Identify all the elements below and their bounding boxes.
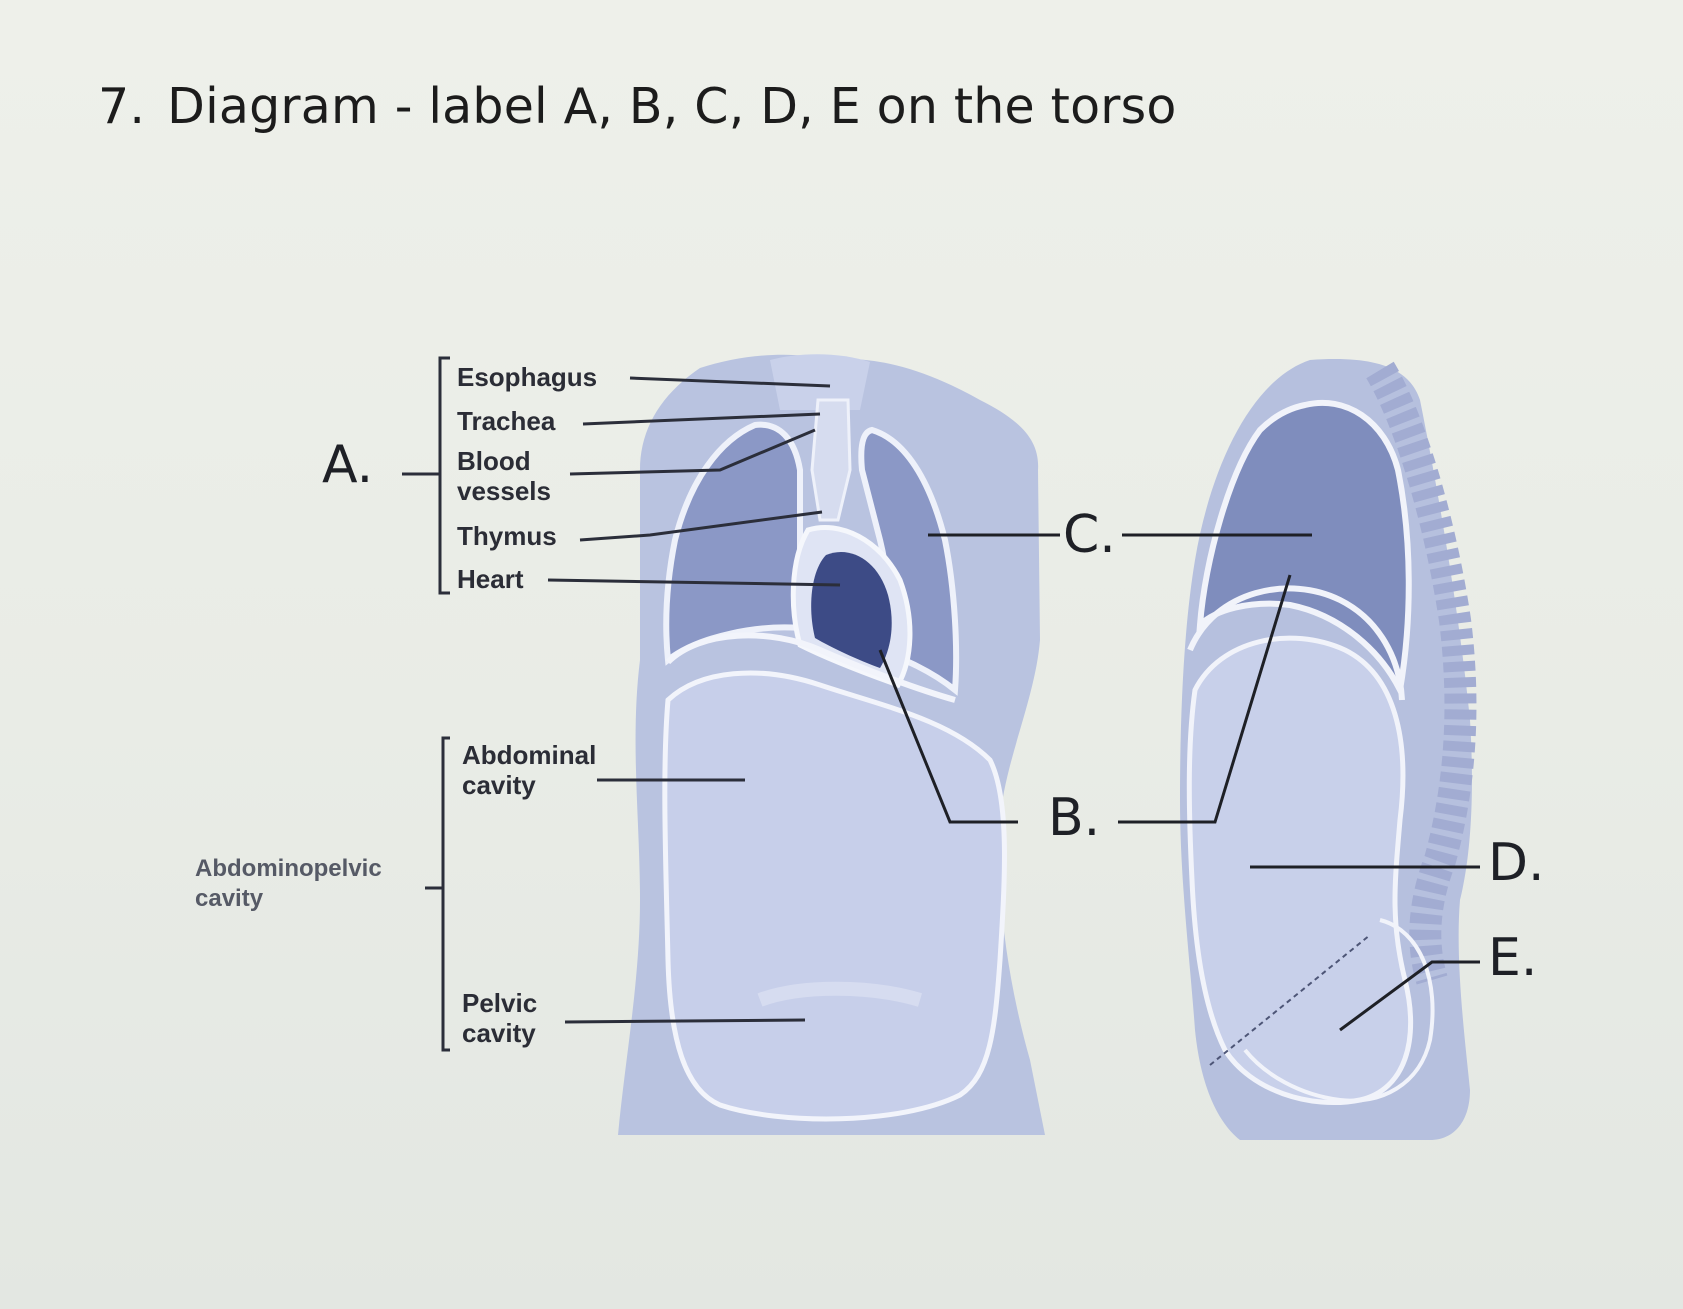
label-pelvic: Pelvic: [462, 988, 537, 1018]
side-spine: [1366, 361, 1477, 985]
blank-b: B.: [1048, 788, 1100, 848]
pelvic-shade: [757, 981, 923, 1007]
question-text: Diagram - label A, B, C, D, E on the tor…: [167, 78, 1177, 135]
abdominopelvic-bracket: [441, 736, 450, 1052]
label-abdominopelvic-cavity: cavity: [195, 885, 264, 912]
trachea-shape: [810, 398, 852, 522]
question-heading: 7. Diagram - label A, B, C, D, E on the t…: [98, 78, 1177, 135]
esophagus-leader: [629, 376, 831, 388]
front-torso: [618, 354, 1045, 1135]
side-pelvic-cavity: [1243, 918, 1435, 1103]
blank-a: A.: [322, 435, 373, 495]
label-esophagus: Esophagus: [457, 362, 597, 392]
heart-leader: [547, 578, 841, 587]
side-thoracic-cavity: [1196, 399, 1412, 700]
label-thymus: Thymus: [457, 521, 557, 551]
side-torso: [1180, 359, 1477, 1140]
pelvic-cavity-leader: [564, 1018, 806, 1024]
side-abdominopelvic-cavity: [1186, 635, 1414, 1106]
neck-shade: [770, 354, 870, 410]
label-blood: Blood: [457, 446, 531, 476]
question-number: 7.: [98, 78, 146, 135]
label-heart: Heart: [457, 564, 524, 594]
b-leader-side: [1118, 574, 1292, 824]
front-diaphragm: [665, 632, 956, 703]
brackets: [402, 356, 450, 1052]
label-abdominal: Abdominal: [462, 740, 596, 770]
thoracic-bracket: [438, 356, 450, 595]
blank-labels: A. C. B. D. E.: [322, 435, 1545, 988]
blank-e: E.: [1488, 928, 1537, 988]
blank-d: D.: [1488, 833, 1545, 893]
blood-vessels-leader: [569, 428, 816, 476]
blank-c: C.: [1063, 505, 1116, 565]
front-labels: Esophagus Trachea Blood vessels Thymus H…: [195, 362, 597, 1048]
side-abdominopelvic-boundary: [1209, 934, 1371, 1066]
thymus-leader: [579, 510, 823, 542]
front-lung-left: [663, 421, 803, 666]
label-pelvic-cavity: cavity: [462, 1018, 536, 1048]
trachea-leader: [582, 412, 821, 426]
front-abdominopelvic-cavity: [662, 670, 1007, 1122]
blank-leader-lines: [878, 533, 1480, 1032]
label-abdominopelvic: Abdominopelvic: [195, 855, 382, 882]
heart-shape: [811, 551, 892, 668]
side-diaphragm: [1187, 585, 1405, 701]
label-trachea: Trachea: [457, 406, 556, 436]
e-leader: [1339, 960, 1480, 1032]
b-leader-front: [878, 649, 1018, 824]
label-vessels: vessels: [457, 476, 551, 506]
front-leader-lines: [547, 376, 841, 1024]
front-lung-right: [858, 426, 960, 696]
label-abdominal-cavity: cavity: [462, 770, 536, 800]
